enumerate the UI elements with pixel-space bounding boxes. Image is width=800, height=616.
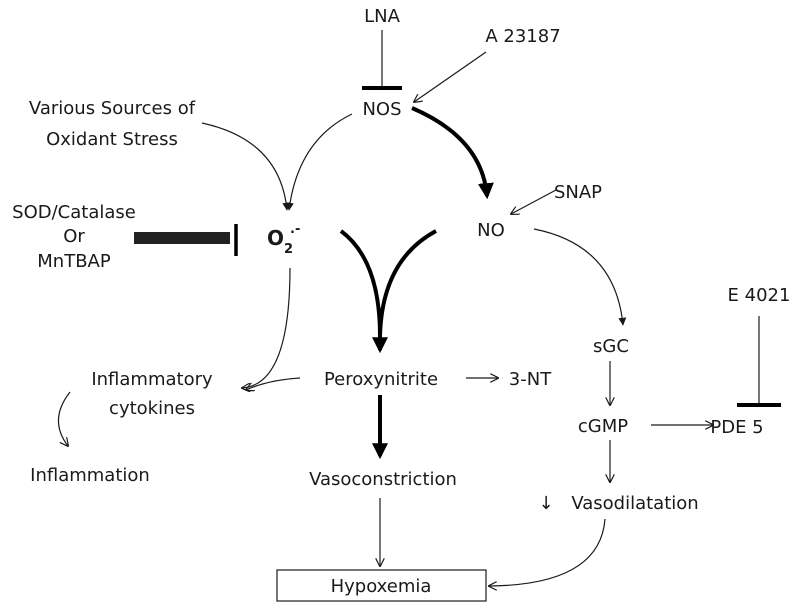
- a23187-label: A 23187: [485, 26, 560, 47]
- no-to-sgc-arrow: [533, 228, 627, 326]
- pde5-label: PDE 5: [710, 417, 763, 438]
- down-arrow-icon: ↓: [538, 493, 553, 514]
- peroxynitrite-label: Peroxynitrite: [324, 369, 438, 390]
- superoxide-subscript: 2: [284, 242, 293, 257]
- superoxide-superscript: .-: [290, 222, 300, 237]
- peroxynitrite-to-cytokines-arrow: [246, 377, 301, 390]
- inflammatory-cytokines-label-line1: Inflammatory: [91, 369, 213, 390]
- vasodilatation-label: Vasodilatation: [571, 493, 698, 514]
- or-label: Or: [63, 226, 85, 247]
- sod-catalase-label: SOD/Catalase: [12, 202, 136, 223]
- snap-label: SNAP: [554, 182, 602, 203]
- nos-label: NOS: [362, 99, 401, 120]
- nitric-oxide-label: NO: [477, 220, 505, 241]
- cytokines-to-inflammation-arrow: [57, 391, 71, 446]
- sgc-label: sGC: [593, 336, 629, 357]
- snap-to-no-arrow: [511, 189, 557, 214]
- oxidant-stress-to-superoxide-arrow: [201, 122, 291, 211]
- lna-label: LNA: [364, 6, 400, 27]
- no-branch-curve: [378, 229, 437, 337]
- superoxide-label: O 2 .-: [267, 222, 300, 257]
- cgmp-label: cGMP: [578, 416, 628, 437]
- superoxide-to-cytokines-arrow: [242, 267, 291, 388]
- three-nt-label: 3-NT: [509, 369, 552, 390]
- vasodilatation-to-hypoxemia-arrow: [489, 518, 606, 586]
- inflammation-label: Inflammation: [30, 465, 150, 486]
- nos-to-superoxide-arrow: [285, 113, 353, 211]
- vasoconstriction-label: Vasoconstriction: [309, 469, 457, 490]
- hypoxemia-box: [276, 569, 487, 602]
- hypoxemia-label: Hypoxemia: [331, 576, 432, 597]
- superoxide-branch-curve: [339, 229, 382, 337]
- e4021-label: E 4021: [728, 285, 791, 306]
- nos-to-no-thick-arrow: [411, 106, 494, 200]
- superoxide-base: O: [267, 226, 284, 250]
- a23187-to-nos-arrow: [414, 51, 487, 102]
- various-sources-label-line1: Various Sources of: [29, 98, 196, 119]
- inflammatory-cytokines-label-line2: cytokines: [109, 398, 195, 419]
- mntbap-label: MnTBAP: [37, 251, 111, 272]
- various-sources-label-line2: Oxidant Stress: [46, 129, 178, 150]
